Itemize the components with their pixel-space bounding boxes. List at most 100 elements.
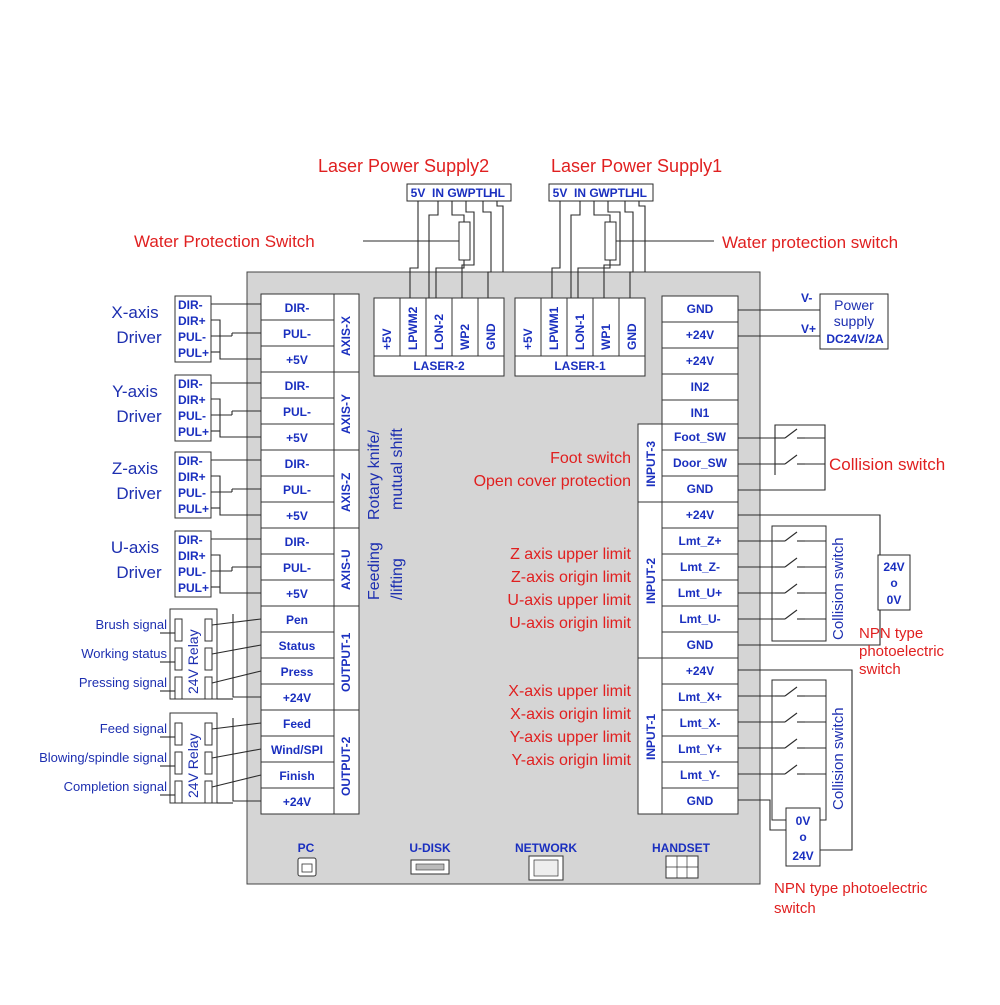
port-udisk-label: U-DISK xyxy=(409,841,451,855)
right-pin: Lmt_X+ xyxy=(678,690,722,704)
right-pin: Lmt_U- xyxy=(679,612,720,626)
driver-pin: PUL- xyxy=(178,565,206,579)
npn-box-2-bottom: 24V xyxy=(792,849,813,863)
port-network-label: NETWORK xyxy=(515,841,577,855)
axis-pin: PUL- xyxy=(283,483,311,497)
input1-limit-label: X-axis upper limit xyxy=(508,683,631,700)
input2-limit-label: U-axis upper limit xyxy=(507,592,631,609)
output-name: OUTPUT-1 xyxy=(339,632,353,692)
laser2-pin: GND xyxy=(484,323,498,350)
driver-pin: PUL+ xyxy=(178,581,209,595)
right-pin: Lmt_X- xyxy=(680,716,721,730)
driver-pin: PUL+ xyxy=(178,346,209,360)
driver-terminal xyxy=(174,451,212,519)
driver-pin: DIR+ xyxy=(178,393,206,407)
axis-connector-axis-u xyxy=(260,527,360,607)
water-protection-label-right: Water protection switch xyxy=(722,233,898,252)
laser2-pin: LPWM2 xyxy=(406,306,420,350)
lps0-pin-5v: 5V xyxy=(411,186,426,200)
axis-pin: DIR- xyxy=(285,535,310,549)
collision-switch-label-2: Collision switch xyxy=(830,537,847,640)
feeding-label: Feeding xyxy=(366,542,383,600)
lps1-pin-g: G xyxy=(589,186,598,200)
output-name: OUTPUT-2 xyxy=(339,736,353,796)
right-pin: Lmt_Z- xyxy=(680,560,720,574)
laser1-pin: +5V xyxy=(521,328,535,350)
right-pin: +24V xyxy=(686,354,714,368)
output-pin: +24V xyxy=(283,691,311,705)
axis-pin: PUL- xyxy=(283,405,311,419)
pc-port-icon xyxy=(297,857,317,877)
right-pin: GND xyxy=(687,482,714,496)
output-pin: +24V xyxy=(283,795,311,809)
npn-box-2-top: 0V xyxy=(796,814,811,828)
driver-label: Y-axis xyxy=(112,382,158,401)
laser2-pin: LON-2 xyxy=(432,314,446,350)
output-signal-label: Feed signal xyxy=(100,721,167,736)
driver-label: Z-axis xyxy=(112,459,158,478)
laser-power-supply-2-title: Laser Power Supply2 xyxy=(318,156,489,176)
axis-pin: +5V xyxy=(286,587,308,601)
right-pin: +24V xyxy=(686,508,714,522)
right-pin: GND xyxy=(687,794,714,808)
npn-box-1-top: 24V xyxy=(883,560,904,574)
driver-pin: PUL- xyxy=(178,409,206,423)
laser-power-supply-1-terminal xyxy=(548,183,654,202)
input2-limit-label: U-axis origin limit xyxy=(509,615,631,632)
axis-name: AXIS-Y xyxy=(339,394,353,434)
driver-label: Driver xyxy=(116,484,162,503)
laser1-pin: GND xyxy=(625,323,639,350)
power-supply-vplus: V+ xyxy=(801,322,816,336)
npn-label-2-line2: switch xyxy=(774,900,816,917)
npn-label-1-line2: photoelectric xyxy=(859,643,945,660)
relay-label: 24V Relay xyxy=(185,733,201,798)
output-signal-label: Blowing/spindle signal xyxy=(39,750,167,765)
laser-power-supply-2-terminal xyxy=(406,183,512,202)
npn-box-1 xyxy=(877,554,911,611)
power-supply-vminus: V- xyxy=(801,291,812,305)
driver-pin: PUL+ xyxy=(178,502,209,516)
laser-connector-2 xyxy=(373,297,505,377)
collision-switch-label-3: Collision switch xyxy=(830,707,847,810)
right-pin: Door_SW xyxy=(673,456,728,470)
input1-limit-label: Y-axis upper limit xyxy=(510,729,632,746)
driver-pin: DIR+ xyxy=(178,314,206,328)
input-name: INPUT-3 xyxy=(644,441,658,487)
output-pin: Pen xyxy=(286,613,308,627)
axis-name: AXIS-U xyxy=(339,549,353,590)
axis-connector-axis-x xyxy=(260,293,360,373)
right-pin: IN2 xyxy=(691,380,710,394)
npn-box-1-bottom: 0V xyxy=(887,593,902,607)
right-pin: Lmt_Z+ xyxy=(678,534,721,548)
output-signal-label: Completion signal xyxy=(64,779,167,794)
open-cover-label: Open cover protection xyxy=(474,473,631,490)
output-pin: Wind/SPI xyxy=(271,743,323,757)
right-pin: Foot_SW xyxy=(674,430,727,444)
input2-limit-label: Z axis upper limit xyxy=(510,546,631,563)
output-pin: Status xyxy=(279,639,316,653)
right-pin: GND xyxy=(687,302,714,316)
driver-pin: DIR+ xyxy=(178,549,206,563)
lps1-pin-hl: HL xyxy=(631,186,647,200)
driver-label: U-axis xyxy=(111,538,159,557)
driver-pin: PUL+ xyxy=(178,425,209,439)
driver-pin: DIR- xyxy=(178,377,203,391)
right-pin: +24V xyxy=(686,664,714,678)
driver-pin: DIR+ xyxy=(178,470,206,484)
laser-power-supply-1-title: Laser Power Supply1 xyxy=(551,156,722,176)
laser1-pin: LPWM1 xyxy=(547,306,561,350)
axis-pin: +5V xyxy=(286,353,308,367)
npn-label-1-line1: NPN type xyxy=(859,625,923,642)
driver-terminal xyxy=(174,295,212,363)
driver-label: Driver xyxy=(116,328,162,347)
driver-pin: DIR- xyxy=(178,533,203,547)
collision-switch-group-2 xyxy=(771,525,827,642)
lps1-pin-wp: WP xyxy=(598,186,617,200)
right-pin: Lmt_U+ xyxy=(678,586,722,600)
lps0-pin-wp: WP xyxy=(456,186,475,200)
right-pin: +24V xyxy=(686,328,714,342)
axis-pin: DIR- xyxy=(285,301,310,315)
power-supply-rating: DC24V/2A xyxy=(826,332,884,346)
lps0-pin-hl: HL xyxy=(489,186,505,200)
